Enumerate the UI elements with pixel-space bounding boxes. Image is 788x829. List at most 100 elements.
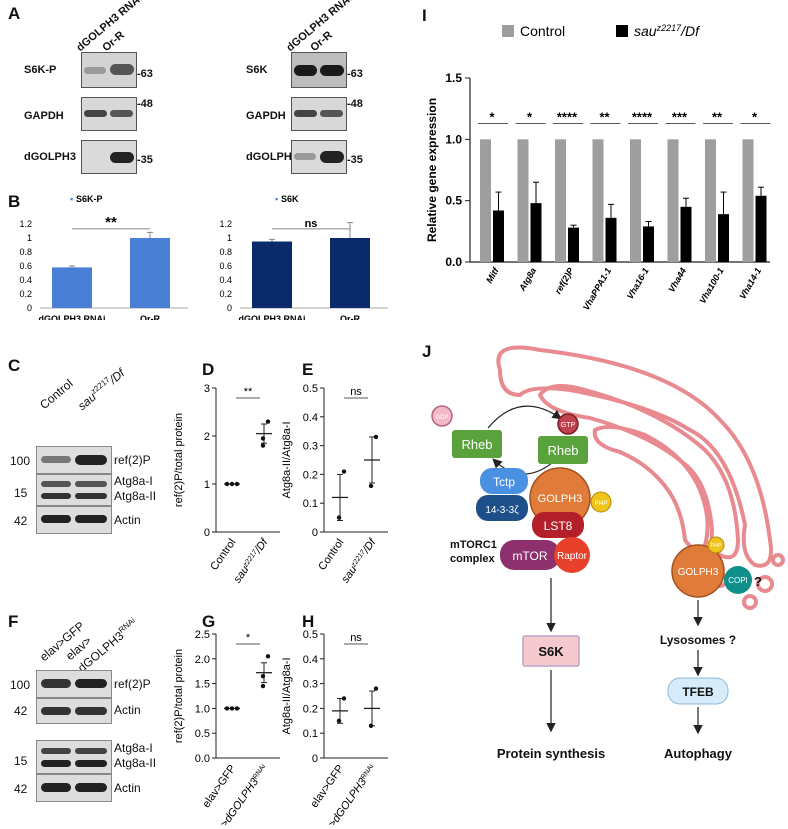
bar: [252, 241, 292, 308]
mw-label: 100: [10, 678, 31, 692]
y-tick-label: 0: [27, 303, 32, 313]
y-tick-label: 2.5: [195, 629, 210, 641]
gtp-node: [557, 413, 579, 435]
data-point: [368, 723, 374, 728]
y-tick-label: 0.6: [219, 261, 232, 271]
lst8-label: LST8: [544, 519, 573, 533]
x-tick-label: Vha16-1: [625, 266, 651, 301]
y-tick-label: 0: [312, 753, 318, 765]
significance-label: ***: [672, 109, 688, 124]
tctp-node: [480, 468, 528, 494]
mtor-label: mTOR: [512, 549, 547, 563]
pi4p-node: [590, 491, 612, 513]
mtor-node: [500, 540, 560, 570]
x-tick-label: dGOLPH3 RNAi: [38, 314, 105, 320]
raptor-node: [554, 537, 590, 573]
chart-title: S6K-P: [76, 194, 103, 204]
blot-row-label: Actin: [114, 703, 141, 717]
legend-label: sauz2217/Df: [634, 23, 701, 39]
data-point: [224, 481, 230, 487]
y-tick-label: 1: [204, 479, 210, 491]
pi4p-label-2: PI4P: [711, 543, 723, 549]
bar-mutant: [605, 217, 617, 262]
significance-label: **: [712, 109, 723, 124]
x-tick-label: Vha100-1: [697, 266, 725, 305]
legend-text: /Df: [680, 23, 701, 39]
blot-a-row-label: S6K-P: [24, 64, 57, 76]
14-3-3-node: [476, 495, 528, 521]
y-tick-label: 1.5: [195, 679, 210, 691]
golph3-label-2: GOLPH3: [678, 567, 719, 578]
data-point: [260, 673, 266, 679]
y-axis-label: Atg8a-II/Atg8a-I: [281, 421, 293, 498]
golph3-node-2: [671, 544, 725, 598]
y-tick-label: 3: [204, 383, 210, 395]
pi4p-label: PI4P: [594, 501, 607, 507]
significance-label: ns: [350, 386, 362, 398]
y-tick-label: 0.2: [219, 289, 232, 299]
data-point: [260, 683, 266, 689]
y-tick-label: 0: [312, 527, 318, 539]
y-tick-label: 1: [27, 233, 32, 243]
y-tick-label: 0: [227, 303, 232, 313]
y-tick-label: 2.0: [195, 654, 210, 666]
mw-marker: -48: [347, 98, 363, 110]
data-point: [341, 469, 347, 474]
s6k-label: S6K: [538, 644, 564, 659]
mw-label: 42: [14, 782, 28, 796]
mw-label: 100: [10, 454, 31, 468]
bar-control: [667, 139, 679, 262]
panel-c-label: C: [8, 356, 21, 375]
blot-s6kp: [81, 52, 137, 88]
blot-row-label: ref(2)P: [114, 453, 151, 467]
blot-dgolph3-right: [291, 140, 347, 174]
panel-h-chart: 00.10.20.30.40.5Atg8a-II/Atg8a-Inselav>G…: [281, 629, 388, 825]
y-tick-label: 0.3: [303, 679, 318, 691]
significance-label: *: [489, 109, 495, 124]
significance-label: *: [246, 632, 251, 644]
bar-mutant: [718, 214, 729, 262]
lane-label: Control: [37, 376, 76, 412]
bar-control: [592, 139, 604, 262]
protein-synthesis-label: Protein synthesis: [497, 746, 605, 761]
blot-a-row-label: S6K: [246, 64, 268, 76]
significance-label: ****: [632, 109, 653, 124]
y-tick-label: 0.3: [303, 441, 318, 453]
significance-label: ns: [305, 218, 318, 230]
mw-marker: -35: [347, 154, 363, 166]
data-point: [336, 515, 342, 520]
y-tick-label: 1.0: [445, 132, 462, 146]
mw-label: 42: [14, 514, 28, 528]
data-point: [265, 419, 271, 424]
x-tick-part: elav>: [315, 818, 340, 825]
bar-mutant: [643, 226, 654, 262]
y-tick-label: 0.8: [19, 247, 32, 257]
lane-sup: RNAi: [116, 615, 137, 635]
bar: [52, 267, 92, 308]
golph3-label: GOLPH3: [538, 493, 583, 505]
blot-dgolph3: [81, 140, 137, 174]
blot-ref2p-f: [36, 670, 112, 698]
y-tick-label: 0.6: [19, 261, 32, 271]
x-tick-sup: RNAi: [360, 763, 375, 781]
panel-e-label: E: [302, 360, 314, 379]
complex-label: complex: [450, 553, 496, 565]
panel-g-label: G: [202, 612, 216, 631]
copi-node: [724, 566, 752, 594]
x-tick-label: Atg8a: [517, 266, 539, 294]
blot-a-row-label: dGOLPH3: [24, 151, 76, 163]
x-tick-part: elav>: [207, 818, 232, 825]
bar: [130, 238, 170, 308]
blot-atg8a: [36, 474, 112, 506]
panel-d-label: D: [202, 360, 215, 379]
gtp-label: GTP: [561, 422, 576, 429]
x-tick-label: Mitf: [484, 265, 501, 285]
mw-marker: -35: [137, 154, 153, 166]
x-tick-label: dGOLPH3 RNAi: [238, 314, 305, 320]
bar-control: [480, 139, 491, 262]
mw-marker: -63: [347, 68, 363, 80]
x-tick-label: ref(2)P: [553, 265, 576, 296]
y-tick-label: 0.2: [303, 469, 318, 481]
blot-actin-f2: [36, 774, 112, 802]
